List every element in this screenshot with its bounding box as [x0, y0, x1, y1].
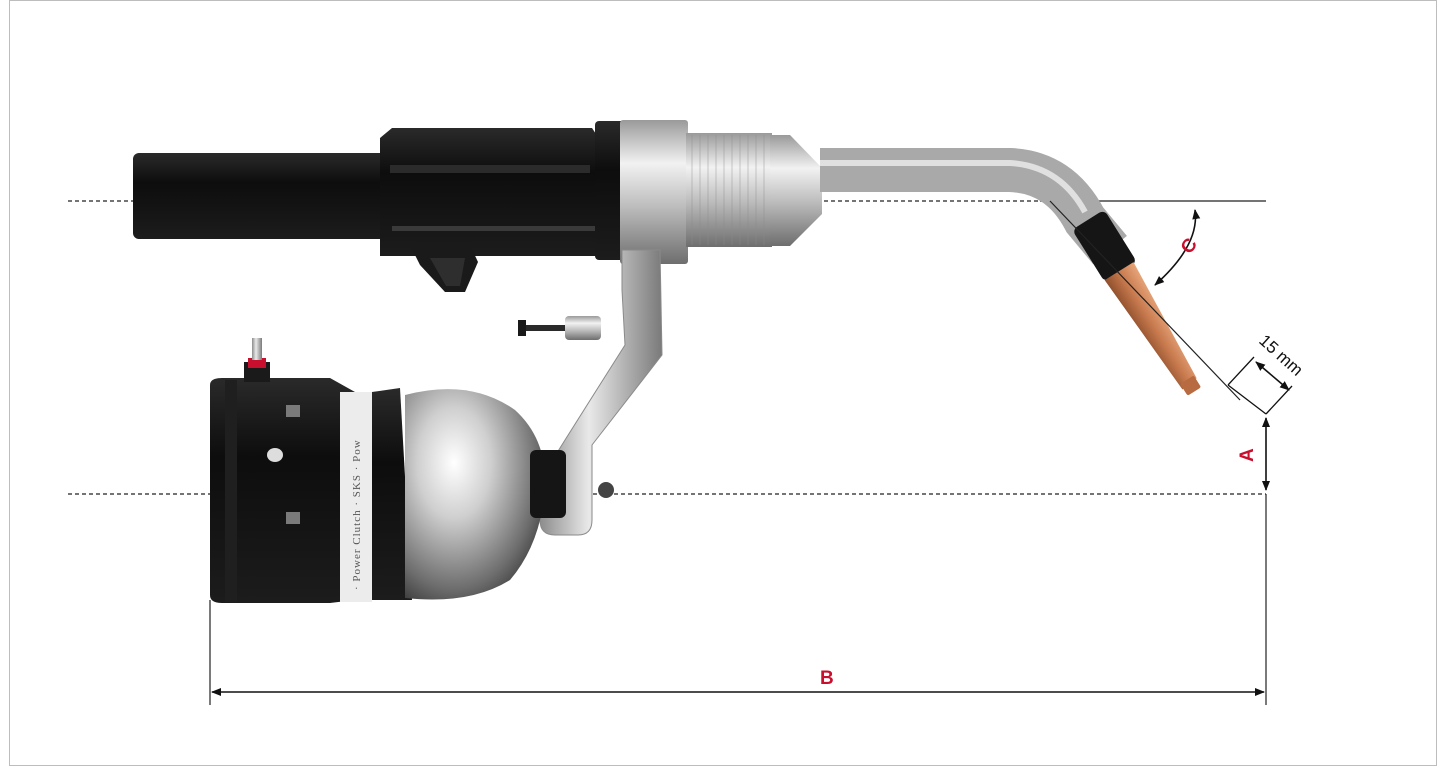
- knurled-nut: [686, 133, 772, 247]
- bracket-bolt: [598, 482, 614, 498]
- dimension-b: B: [209, 494, 1267, 705]
- dimension-offset: 15 mm: [1227, 331, 1307, 415]
- clutch-sphere: [405, 389, 566, 600]
- label-a: A: [1237, 448, 1258, 462]
- power-clutch: · Power Clutch · SKS · Pow: [210, 338, 412, 603]
- torch-body: [380, 128, 600, 292]
- adjust-screw: [518, 316, 601, 340]
- clamp-ring: [595, 121, 625, 260]
- diagram-frame: [9, 0, 1437, 766]
- dimension-a: A: [1237, 417, 1270, 491]
- gas-nozzle: [1074, 211, 1201, 396]
- neck-cone: [770, 135, 822, 246]
- cable-hose: [133, 153, 388, 239]
- neck-highlight: [820, 160, 1088, 214]
- label-offset: 15 mm: [1255, 331, 1306, 380]
- label-c: C: [1177, 234, 1202, 258]
- chrome-clamp: [620, 120, 688, 264]
- torch-neck: [820, 148, 1127, 265]
- knurl-pattern: [691, 135, 765, 245]
- clutch-branding: · Power Clutch · SKS · Pow: [351, 439, 363, 590]
- dimension-c: C: [1049, 200, 1241, 401]
- label-b: B: [820, 668, 834, 689]
